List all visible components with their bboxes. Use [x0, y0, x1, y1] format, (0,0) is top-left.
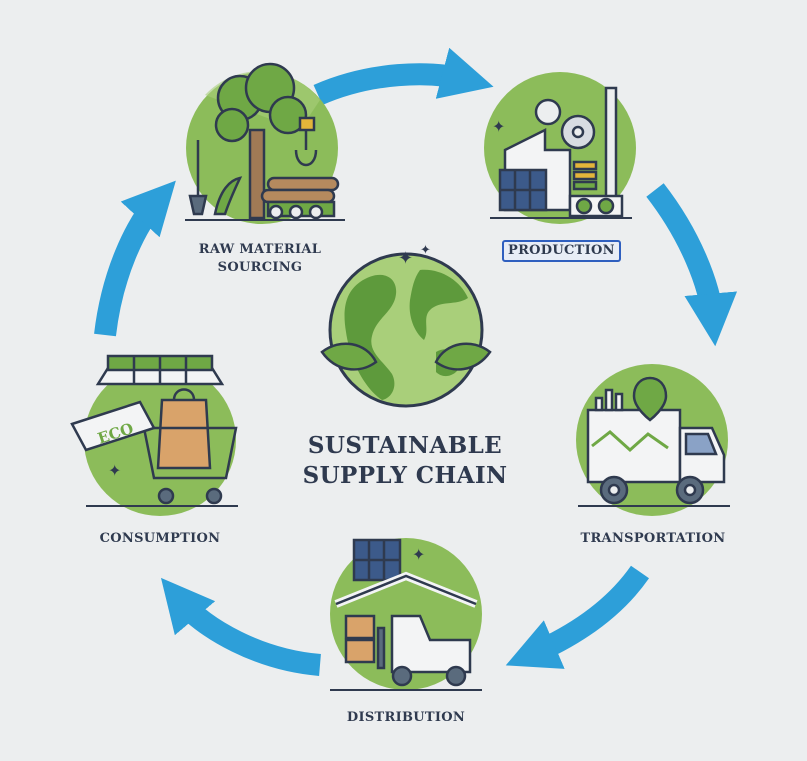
arrow-sourcing-to-production-icon	[313, 47, 494, 106]
raw-material-sourcing-label-line1: RAW MATERIAL	[198, 242, 322, 257]
consumption-label: CONSUMPTION	[90, 530, 230, 548]
arrow-distribution-to-consumption-icon	[160, 577, 322, 676]
globe-icon	[320, 252, 492, 408]
sparkle-icon: ✦	[420, 243, 431, 258]
tree-logs-icon	[188, 62, 340, 220]
sparkle-icon: ✦	[412, 545, 425, 564]
consumption-illustration: ECO ✦	[70, 354, 238, 516]
shopping-cart-icon	[70, 354, 238, 505]
distribution-label-text: DISTRIBUTION	[346, 710, 466, 725]
truck-icon	[586, 376, 726, 505]
arrow-transportation-to-distribution-icon	[505, 565, 650, 669]
diagram-title: SUSTAINABLE SUPPLY CHAIN	[270, 431, 540, 491]
warehouse-forklift-icon	[334, 538, 478, 687]
cycle-arrows	[94, 47, 738, 676]
diagram-title-line2: SUPPLY CHAIN	[302, 462, 508, 489]
transportation-label: TRANSPORTATION	[578, 530, 728, 548]
arrow-production-to-transportation-icon	[646, 183, 738, 347]
transportation-label-text: TRANSPORTATION	[580, 531, 726, 546]
consumption-label-text: CONSUMPTION	[99, 531, 221, 546]
production-label[interactable]: PRODUCTION	[502, 240, 621, 262]
sparkle-icon: ✦	[492, 117, 505, 136]
arrow-consumption-to-sourcing-icon	[94, 180, 176, 337]
raw-material-sourcing-illustration	[185, 62, 345, 224]
production-label-text[interactable]: PRODUCTION	[502, 240, 621, 262]
distribution-label: DISTRIBUTION	[336, 709, 476, 727]
diagram-title-line1: SUSTAINABLE	[307, 432, 503, 459]
sparkle-icon: ✦	[108, 461, 121, 480]
factory-icon	[498, 86, 624, 218]
production-illustration: ✦	[484, 72, 636, 224]
sparkle-icon: ✦	[398, 248, 413, 269]
raw-material-sourcing-label-line2: SOURCING	[217, 260, 303, 275]
raw-material-sourcing-label: RAW MATERIAL SOURCING	[190, 241, 330, 277]
distribution-illustration: ✦	[330, 538, 482, 691]
transportation-illustration	[576, 364, 730, 516]
